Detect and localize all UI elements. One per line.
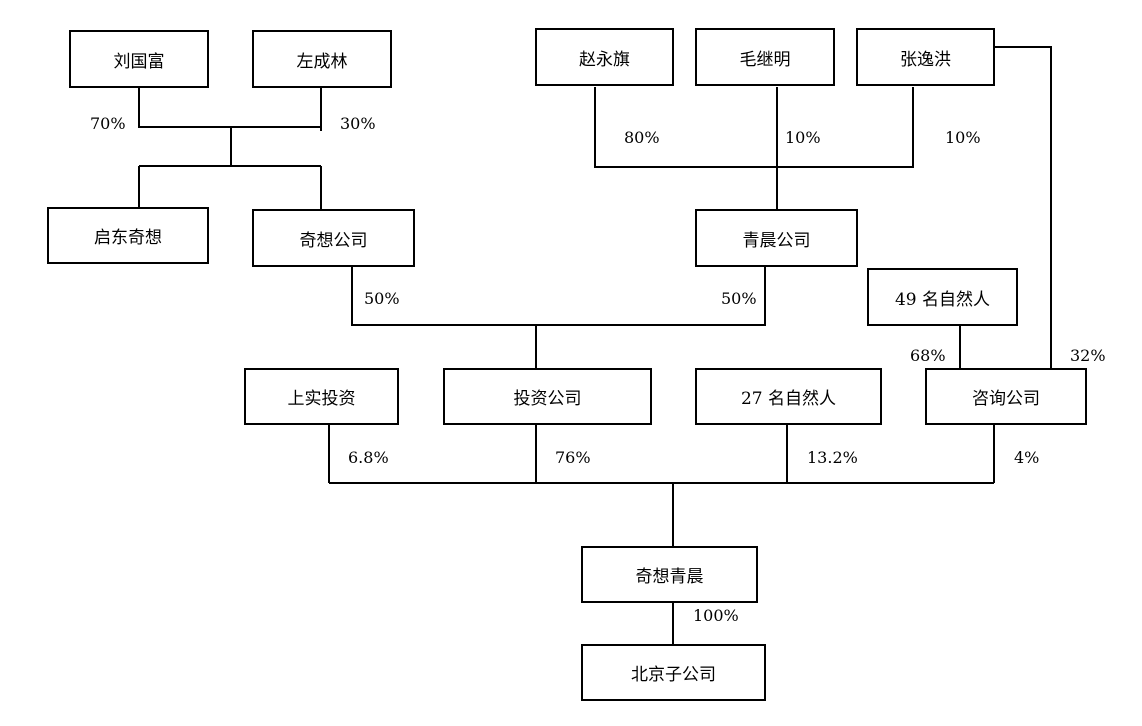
node-qixiang-company: 奇想公司 [252,209,415,267]
node-zuo-chenglin: 左成林 [252,30,392,88]
zhang-to-consulting-connector [993,46,1052,368]
pct-qingchen-company: 50% [721,289,757,308]
pct-zhao-yongqi: 80% [624,128,660,147]
node-label: 青晨公司 [742,230,811,251]
node-label: 49 名自然人 [894,289,991,310]
pct-people-49: 68% [910,346,946,365]
node-shangshi-investment: 上实投资 [244,368,399,425]
pct-shangshi: 6.8% [348,448,389,467]
pct-zhang-yihong-consulting: 32% [1070,346,1106,365]
qixiang-qingchen-merge-connector [351,266,766,326]
pct-consulting: 4% [1014,448,1040,467]
node-people-27: 27 名自然人 [695,368,882,425]
node-zhao-yongqi: 赵永旗 [535,28,674,86]
node-investment-company: 投资公司 [443,368,652,425]
node-label: 咨询公司 [972,389,1040,409]
node-label: 北京子公司 [631,665,716,685]
node-label: 奇想公司 [299,230,368,251]
node-label: 上实投资 [287,389,356,409]
pct-qixiang-company: 50% [364,289,400,308]
node-qixiang-qingchen: 奇想青晨 [581,546,758,603]
node-label: 投资公司 [513,389,582,409]
zhao-mao-zhang-connector [594,87,914,168]
node-label: 刘国富 [113,51,165,72]
pct-zuo-chenglin: 30% [340,114,376,133]
node-label: 启东奇想 [94,228,162,248]
pct-investment-company: 76% [555,448,591,467]
node-people-49: 49 名自然人 [867,268,1018,326]
node-beijing-subsidiary: 北京子公司 [581,644,766,701]
node-zhang-yihong: 张逸洪 [856,28,995,86]
node-label: 左成林 [296,51,348,72]
node-qingchen-company: 青晨公司 [695,209,858,267]
liu-guofu-connector [138,87,321,128]
node-label: 奇想青晨 [635,567,704,587]
pct-mao-jiming: 10% [785,128,821,147]
node-qidong-qixiang: 启东奇想 [47,207,209,264]
node-label: 毛继明 [739,49,791,70]
node-mao-jiming: 毛继明 [695,28,835,86]
node-label: 赵永旗 [579,49,630,70]
node-liu-guofu: 刘国富 [69,30,209,88]
pct-people-27: 13.2% [807,448,858,467]
pct-liu-guofu: 70% [90,114,126,133]
node-consulting-company: 咨询公司 [925,368,1087,425]
pct-beijing-subsidiary: 100% [693,606,739,625]
pct-zhang-yihong: 10% [945,128,981,147]
node-label: 张逸洪 [900,49,951,70]
node-label: 27 名自然人 [740,389,837,409]
